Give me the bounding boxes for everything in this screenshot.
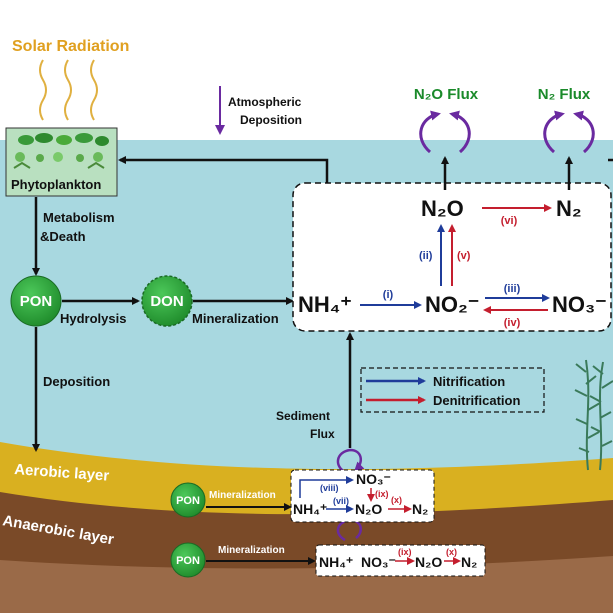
- solar-radiation-label: Solar Radiation: [12, 38, 129, 55]
- anaerobic-pon-circle: [170, 542, 206, 578]
- reaction-i-label: (i): [383, 289, 394, 301]
- uptake-arrow: [118, 156, 329, 183]
- aerobic-no3-label: NO₃⁻: [356, 471, 391, 487]
- reaction-viii-label: (viii): [320, 483, 339, 493]
- phytoplankton-label: Phytoplankton: [11, 177, 101, 192]
- n2-flux-label: N₂ Flux: [538, 86, 591, 103]
- anaerobic-n2o-label: N₂O: [415, 554, 442, 570]
- metabolism-label-1: Metabolism: [43, 210, 115, 225]
- reaction-x-anaerobic-label: (x): [446, 547, 457, 557]
- solar-rays: [39, 59, 98, 121]
- legend-box: [360, 367, 545, 413]
- sediment-flux-label-1: Sediment: [276, 409, 330, 423]
- anaerobic-nh4-label: NH₄⁺: [319, 554, 353, 570]
- atmospheric-deposition-label-1: Atmospheric: [228, 95, 302, 109]
- n2-label: N₂: [556, 196, 582, 221]
- aerobic-layer-label: Aerobic layer: [14, 461, 110, 485]
- n2o-flux-label: N₂O Flux: [414, 86, 479, 103]
- don-circle: [141, 275, 193, 327]
- no2-label: NO₂⁻: [425, 292, 479, 317]
- don-label: DON: [150, 293, 183, 310]
- no3-label: NO₃⁻: [552, 292, 607, 317]
- pon-circle: [10, 275, 62, 327]
- sediment-flux-label-2: Flux: [310, 427, 335, 441]
- aquatic-plant: [574, 359, 613, 471]
- aerobic-n2-label: N₂: [412, 501, 428, 517]
- reaction-iii-label: (iii): [504, 283, 521, 295]
- reaction-iv-label: (iv): [504, 317, 521, 329]
- aerobic-mineralization-label: Mineralization: [209, 490, 276, 501]
- reaction-x-aerobic-label: (x): [391, 495, 402, 505]
- anaerobic-n2-label: N₂: [461, 554, 477, 570]
- anaerobic-no3-label: NO₃⁻: [361, 554, 396, 570]
- mineralization-label: Mineralization: [192, 311, 279, 326]
- pon-label: PON: [20, 293, 53, 310]
- aerobic-nh4-label: NH₄⁺: [293, 501, 327, 517]
- n2-flux-swirl-2: [573, 110, 595, 154]
- aerobic-pon-circle: [170, 482, 206, 518]
- reaction-vii-label: (vii): [333, 496, 349, 506]
- sediment-flux-swirl: [336, 448, 365, 474]
- hydrolysis-label: Hydrolysis: [60, 311, 126, 326]
- phytoplankton-cells: [13, 133, 109, 169]
- reaction-ix-anaerobic-label: (ix): [398, 547, 412, 557]
- atmospheric-deposition-label-2: Deposition: [240, 113, 302, 127]
- n2-flux-swirl: [543, 110, 565, 154]
- aerobic-n2o-label: N₂O: [355, 501, 382, 517]
- n2o-flux-swirl: [419, 110, 441, 154]
- aerobic-pon-label: PON: [176, 495, 200, 507]
- arrow-viii: [299, 476, 354, 498]
- legend-nitrification-label: Nitrification: [433, 374, 505, 389]
- legend-denitrification-label: Denitrification: [433, 393, 520, 408]
- reaction-vi-label: (vi): [501, 215, 518, 227]
- reaction-ix-aerobic-label: (ix): [375, 489, 389, 499]
- metabolism-label-2: &Death: [40, 229, 86, 244]
- reaction-ii-label: (ii): [419, 250, 433, 262]
- anaerobic-pon-label: PON: [176, 555, 200, 567]
- deposition-label: Deposition: [43, 374, 110, 389]
- n2o-flux-swirl-2: [449, 110, 471, 154]
- n2o-label: N₂O: [421, 196, 464, 221]
- anaerobic-mineralization-label: Mineralization: [218, 545, 285, 556]
- nh4-label: NH₄⁺: [298, 292, 352, 317]
- reaction-v-label: (v): [457, 250, 471, 262]
